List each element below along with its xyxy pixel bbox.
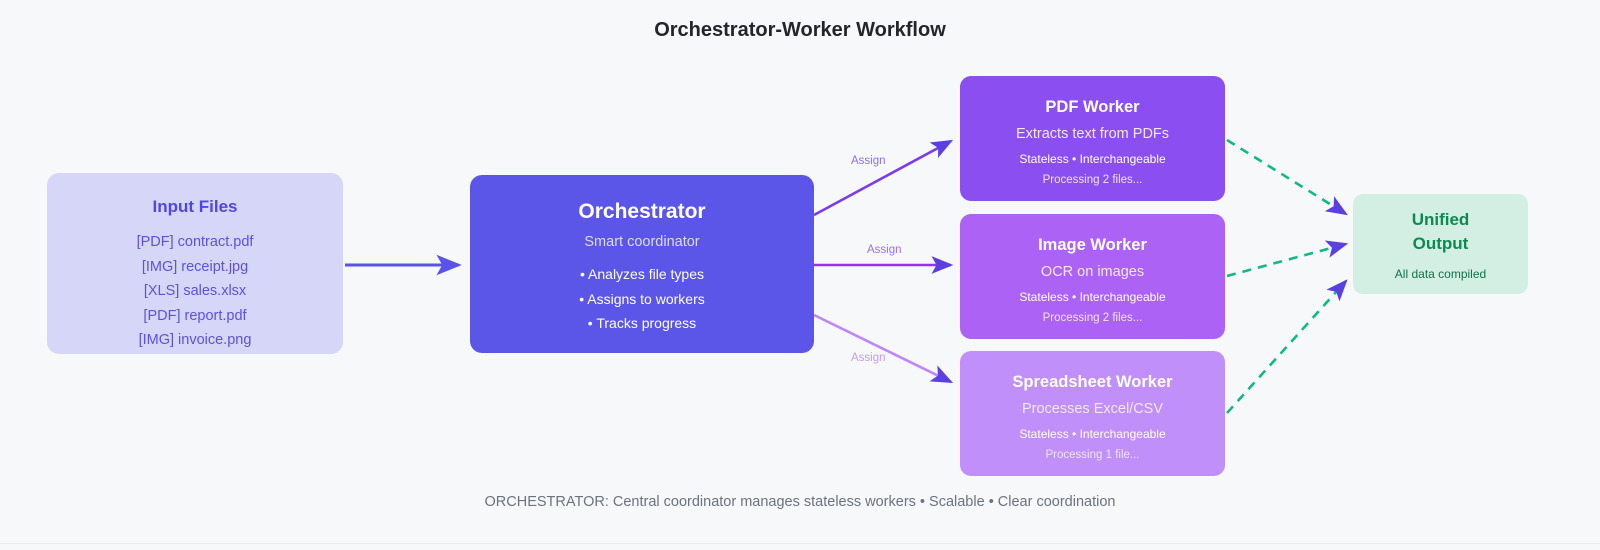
edge-orchestrator-to-pdf-worker <box>813 139 954 217</box>
output-title-line2: Output <box>1412 233 1469 253</box>
node-image-worker[interactable]: Image Worker OCR on images Stateless • I… <box>960 214 1225 339</box>
edge-orchestrator-to-spreadsheet-worker <box>813 313 954 384</box>
output-subtitle: All data compiled <box>1394 266 1487 281</box>
image-worker-status: Processing 2 files... <box>1042 312 1143 324</box>
input-file-item: [PDF] report.pdf <box>143 307 247 324</box>
input-file-item: [XLS] sales.xlsx <box>143 283 247 299</box>
image-worker-meta: Stateless • Interchangeable <box>1019 290 1166 304</box>
orchestrator-bullet: • Tracks progress <box>587 315 697 331</box>
pdf-worker-meta: Stateless • Interchangeable <box>1019 152 1166 166</box>
node-orchestrator[interactable]: Orchestrator Smart coordinator • Analyze… <box>470 175 814 353</box>
input-files-title: Input Files <box>152 197 238 216</box>
node-input-files[interactable]: Input Files [PDF] contract.pdf [IMG] rec… <box>47 173 343 354</box>
image-worker-title: Image Worker <box>1038 236 1147 254</box>
edge-pdf-worker-to-output <box>1226 138 1348 216</box>
orchestrator-subtitle: Smart coordinator <box>584 234 700 250</box>
node-spreadsheet-worker[interactable]: Spreadsheet Worker Processes Excel/CSV S… <box>960 351 1225 476</box>
edge-label-assign-image: Assign <box>867 244 902 256</box>
output-title-line1: Unified <box>1411 209 1470 229</box>
page-title: Orchestrator-Worker Workflow <box>654 19 946 41</box>
image-worker-subtitle: OCR on images <box>1040 264 1145 280</box>
node-pdf-worker[interactable]: PDF Worker Extracts text from PDFs State… <box>960 76 1225 201</box>
input-file-item: [IMG] receipt.jpg <box>141 258 249 275</box>
pdf-worker-subtitle: Extracts text from PDFs <box>1015 126 1170 142</box>
spreadsheet-worker-subtitle: Processes Excel/CSV <box>1021 401 1164 417</box>
node-unified-output[interactable]: Unified Output All data compiled <box>1353 194 1528 294</box>
spreadsheet-worker-meta: Stateless • Interchangeable <box>1019 427 1166 441</box>
pdf-worker-title: PDF Worker <box>1045 98 1140 116</box>
edge-label-assign-pdf: Assign <box>851 155 886 167</box>
page-footer: ORCHESTRATOR: Central coordinator manage… <box>484 494 1116 510</box>
edge-label-assign-spreadsheet: Assign <box>851 352 886 364</box>
orchestrator-bullet: • Analyzes file types <box>580 266 704 282</box>
input-file-item: [IMG] invoice.png <box>138 332 252 348</box>
orchestrator-bullet: • Assigns to workers <box>579 290 705 307</box>
input-file-item: [PDF] contract.pdf <box>136 234 254 250</box>
edge-image-worker-to-output <box>1226 240 1349 278</box>
pdf-worker-status: Processing 2 files... <box>1042 174 1143 186</box>
spreadsheet-worker-status: Processing 1 file... <box>1045 449 1140 461</box>
spreadsheet-worker-title: Spreadsheet Worker <box>1012 373 1173 391</box>
orchestrator-title: Orchestrator <box>578 200 706 223</box>
edge-spreadsheet-worker-to-output <box>1226 279 1348 414</box>
bottom-divider <box>0 543 1600 544</box>
